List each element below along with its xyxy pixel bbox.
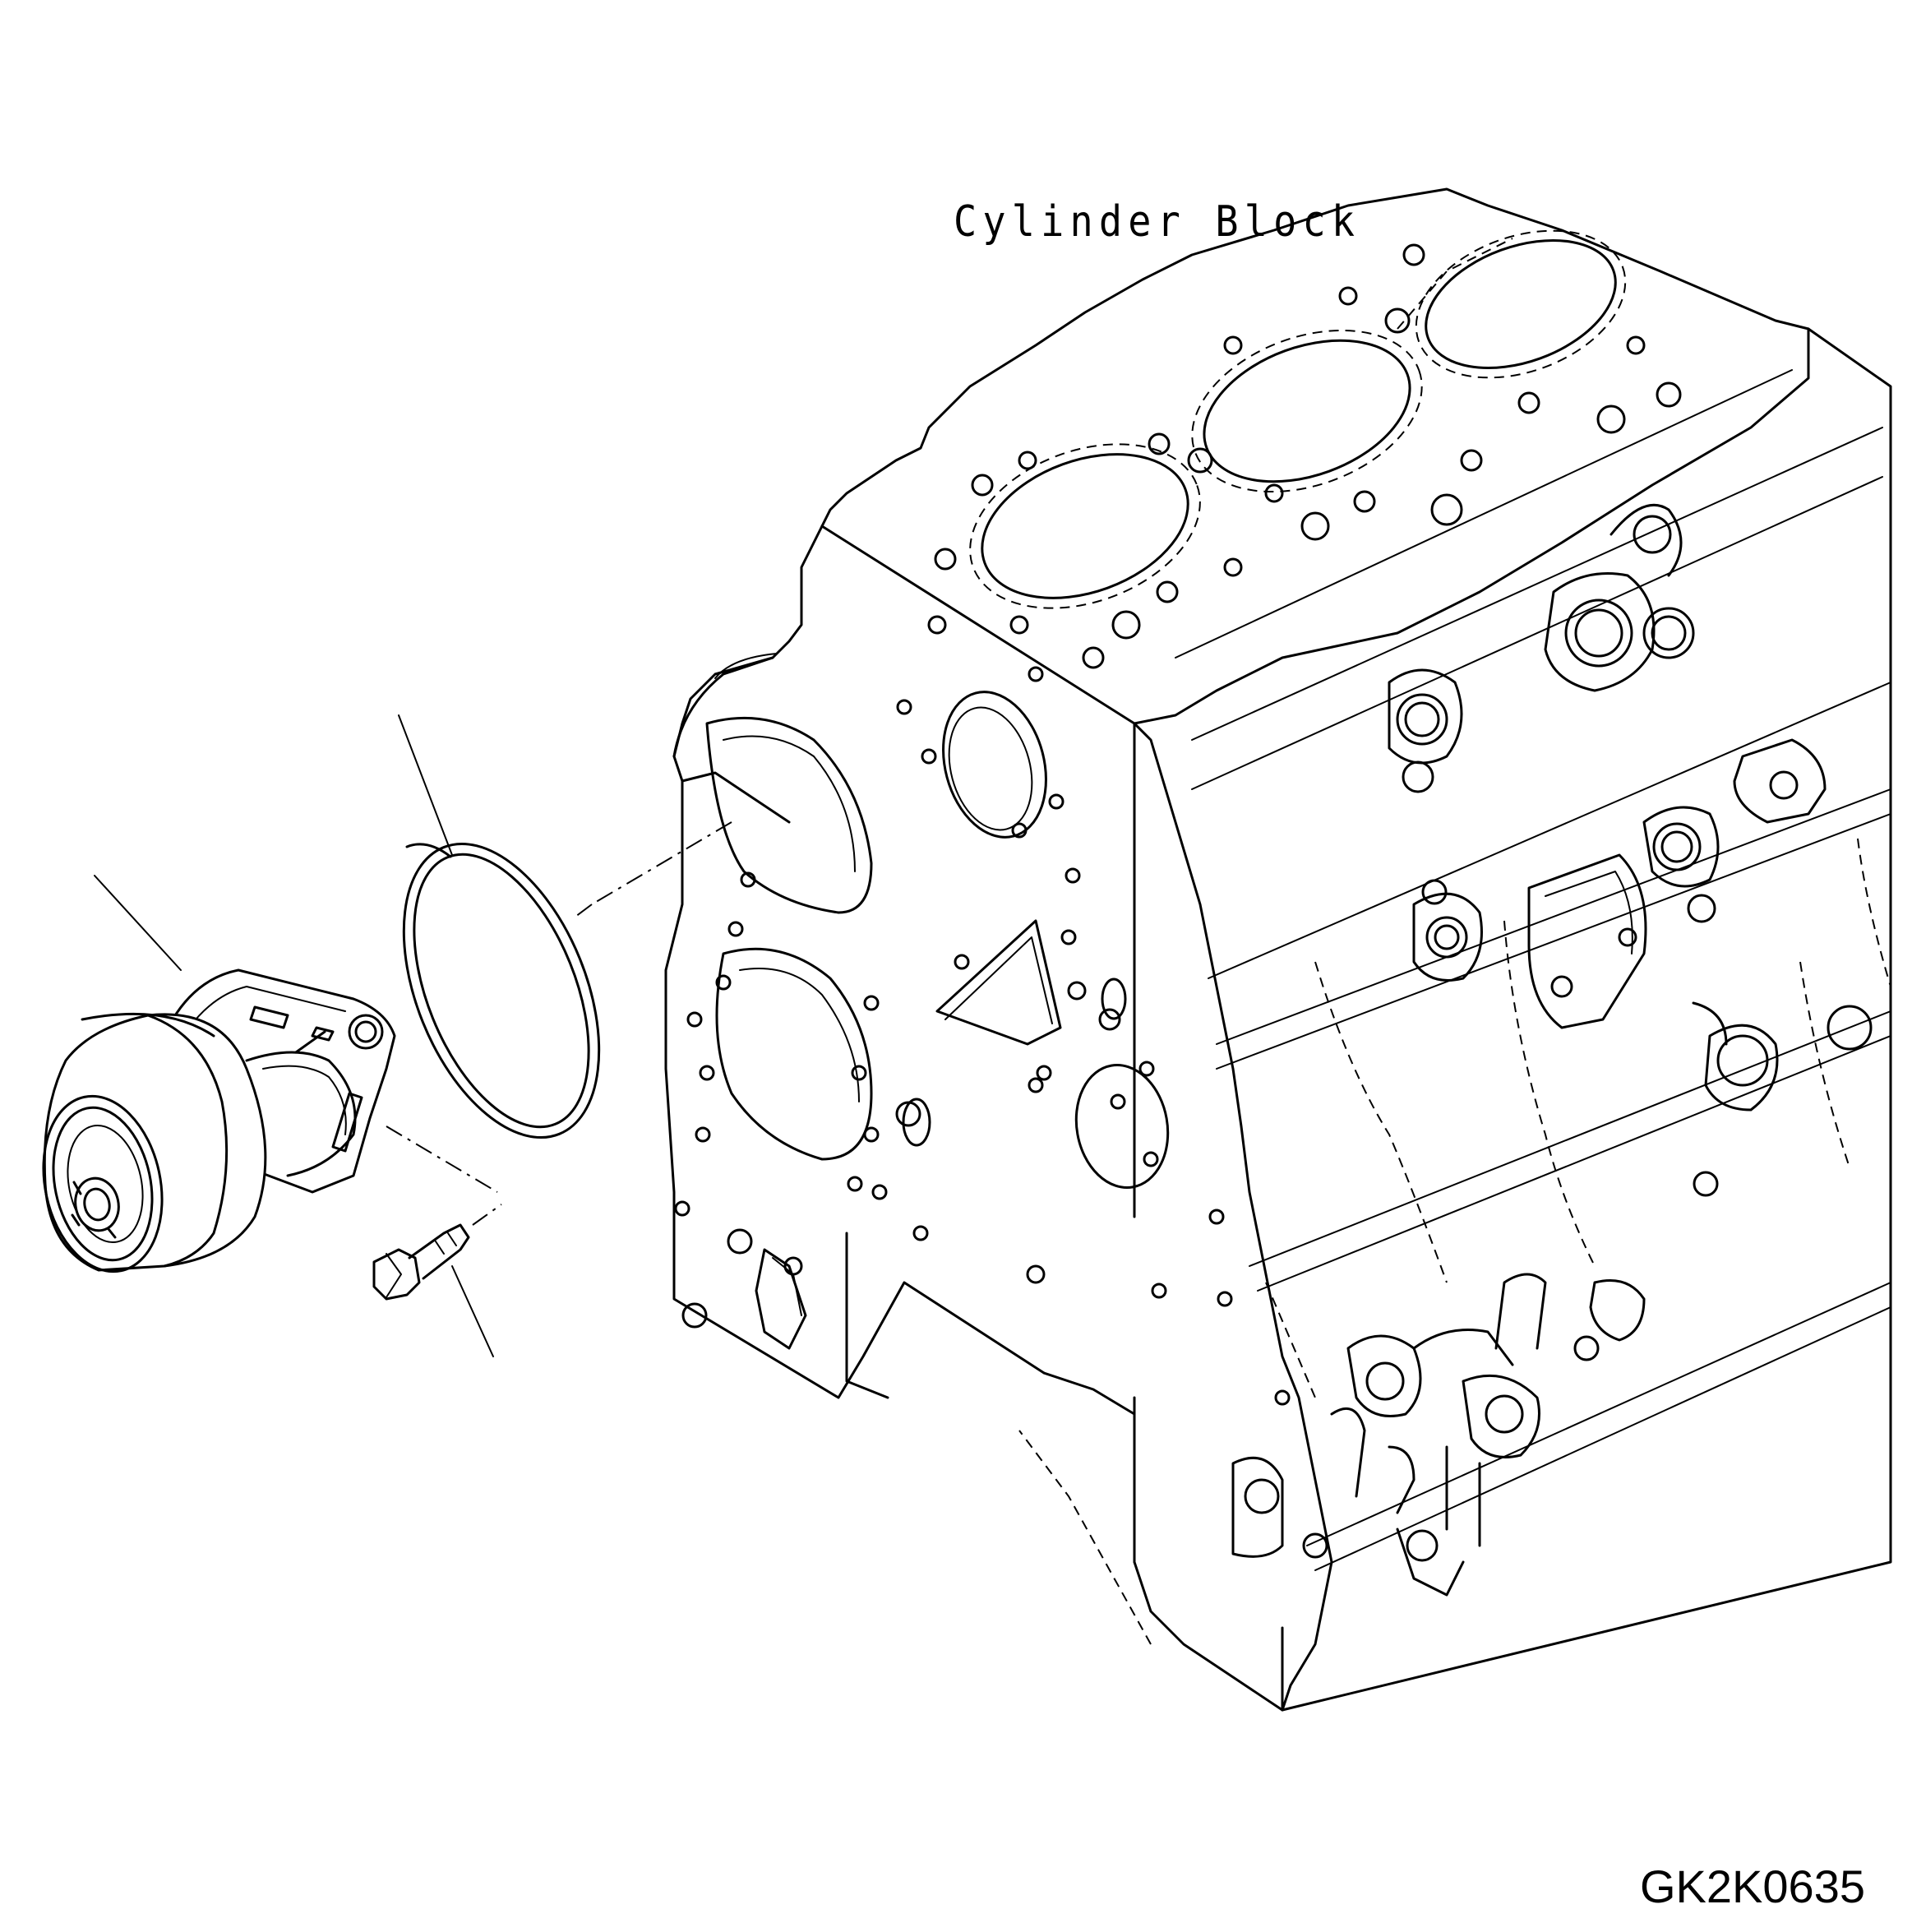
- block-top-deck: [820, 187, 1810, 725]
- bolt-leader: [451, 1265, 494, 1357]
- drawing-code: GK2K0635: [1640, 1860, 1865, 1912]
- block-left-flange: [672, 656, 791, 824]
- lower-boss-1: [1346, 1334, 1422, 1417]
- bolt-head: [372, 1248, 421, 1301]
- pump-leader: [94, 875, 182, 971]
- cylinder-bore-1: [981, 453, 1189, 599]
- cylinder-block-label: Cylinder Block: [954, 197, 1361, 247]
- block-front-left-edge: [672, 525, 824, 758]
- assembly-center-line: [591, 821, 732, 905]
- o-ring-leader: [398, 714, 453, 856]
- side-boss-1: [1544, 572, 1656, 692]
- camshaft-bore: [942, 691, 1047, 839]
- front-opening-bottom: [715, 947, 873, 1161]
- water-pump: [42, 968, 396, 1273]
- lower-boss-2: [1462, 1374, 1540, 1458]
- cylinder-block: [664, 187, 1892, 1712]
- pump-pulley: [43, 1013, 267, 1272]
- side-cover: [1527, 853, 1647, 1029]
- side-boss-2: [1388, 668, 1463, 765]
- deck-holes: [927, 243, 1682, 669]
- o-ring: [398, 714, 601, 1139]
- cylinder-bore-2: [1203, 339, 1411, 483]
- side-boss-3: [1642, 806, 1720, 888]
- front-opening-top: [705, 716, 873, 914]
- front-face-holes: [674, 666, 1291, 1406]
- pulley-hub: [74, 1176, 120, 1232]
- bolt: [372, 1223, 494, 1357]
- triangular-recess: [935, 919, 1062, 1046]
- block-front-face: [820, 525, 1333, 1712]
- cylinder-bore-3: [1425, 238, 1617, 370]
- pulley-face: [42, 1094, 164, 1273]
